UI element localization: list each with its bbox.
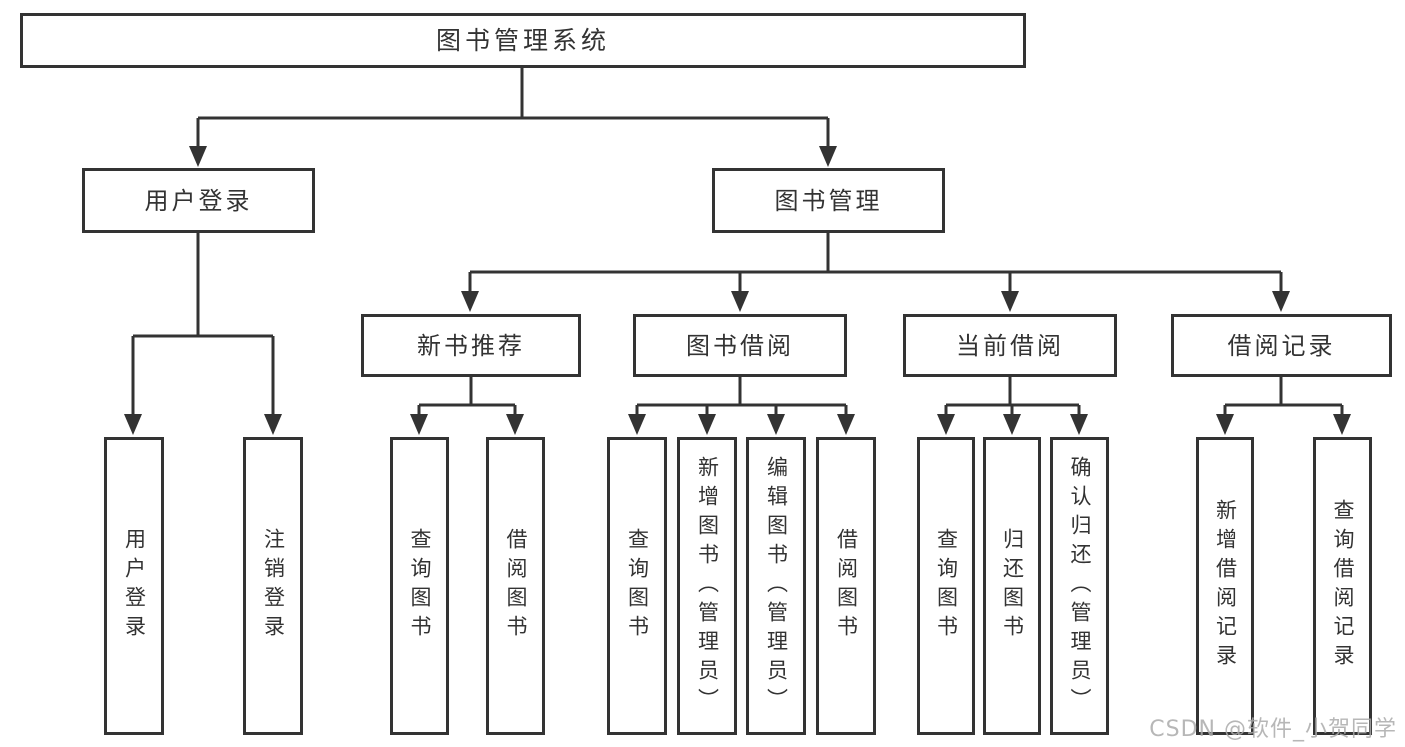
leaf-query-borrow-record: 查询借阅记录 <box>1313 437 1372 735</box>
node-current-borrow: 当前借阅 <box>903 314 1117 377</box>
leaf-confirm-return-admin: 确认归还（管理员） <box>1050 437 1109 735</box>
leaf-borrow-books-recommend: 借阅图书 <box>486 437 545 735</box>
root-branch-line <box>196 68 830 147</box>
leaf-query-books-borrow: 查询图书 <box>607 437 667 735</box>
leaf-add-books-admin: 新增图书（管理员） <box>677 437 737 735</box>
leaf-edit-books-admin: 编辑图书（管理员） <box>746 437 806 735</box>
leaf-logout-login: 注销登录 <box>243 437 303 735</box>
leaf-return-books: 归还图书 <box>983 437 1041 735</box>
node-book-management: 图书管理 <box>712 168 945 233</box>
node-new-book-recommend: 新书推荐 <box>361 314 581 377</box>
user-login-branch-line <box>131 233 275 415</box>
node-borrow-records: 借阅记录 <box>1171 314 1392 377</box>
book-management-branch-line <box>468 233 1283 292</box>
csdn-watermark: CSDN @软件_小贺同学 <box>1149 717 1397 742</box>
node-library-system: 图书管理系统 <box>20 13 1026 68</box>
node-user-login: 用户登录 <box>82 168 315 233</box>
leaf-add-borrow-record: 新增借阅记录 <box>1196 437 1254 735</box>
leaf-query-books-recommend: 查询图书 <box>390 437 449 735</box>
leaf-user-login: 用户登录 <box>104 437 164 735</box>
new-book-branch-line <box>417 377 517 415</box>
leaf-query-books-current: 查询图书 <box>917 437 975 735</box>
book-borrow-branch-line <box>635 377 848 415</box>
current-borrow-branch-line <box>944 377 1081 415</box>
borrow-record-branch-line <box>1223 377 1344 415</box>
node-book-borrow: 图书借阅 <box>633 314 847 377</box>
leaf-borrow-books: 借阅图书 <box>816 437 876 735</box>
